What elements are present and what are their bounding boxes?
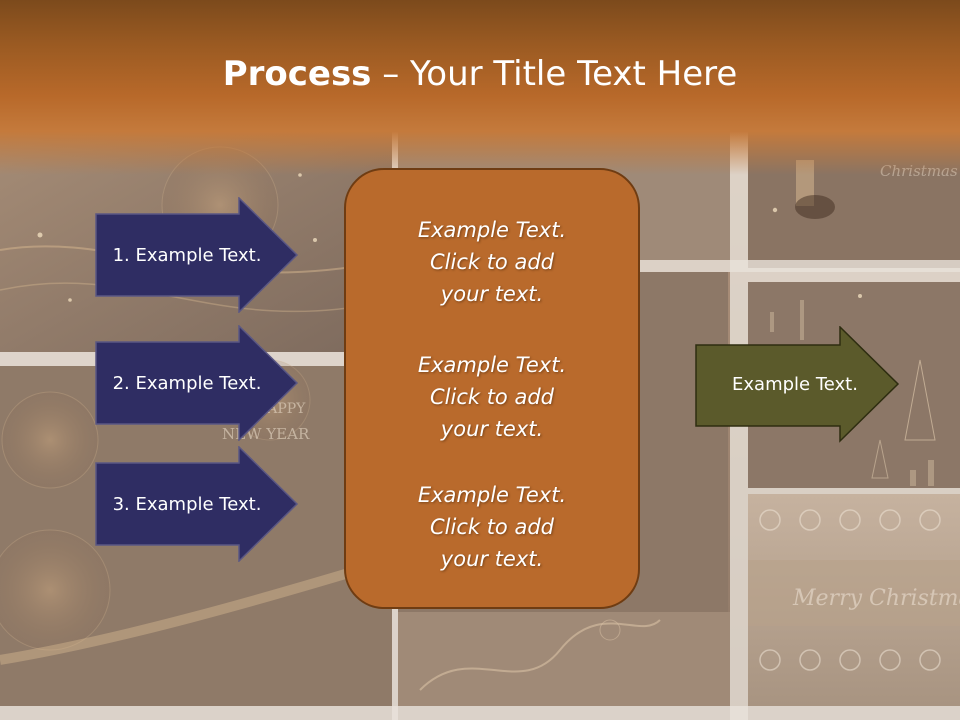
arrow-shape: [95, 446, 299, 562]
arrow-shape: [95, 325, 299, 441]
title-rest: – Your Title Text Here: [371, 54, 738, 94]
center-text-1[interactable]: Example Text. Click to add your text.: [417, 218, 567, 306]
slide-title[interactable]: Process – Your Title Text Here: [0, 52, 960, 96]
arrow-shape: [695, 326, 900, 443]
arrow-shape: [95, 197, 299, 313]
title-bold: Process: [222, 54, 372, 94]
center-text-2[interactable]: Example Text. Click to add your text.: [417, 353, 567, 441]
title-band: [0, 0, 960, 175]
center-text-3[interactable]: Example Text. Click to add your text.: [417, 483, 567, 571]
result-arrow[interactable]: Example Text.: [695, 326, 901, 443]
step-arrow-1[interactable]: 1. Example Text.: [95, 197, 300, 313]
step-label-3: 3. Example Text.: [112, 493, 262, 515]
step-label-2: 2. Example Text.: [112, 372, 262, 394]
step-arrow-3[interactable]: 3. Example Text.: [95, 446, 300, 562]
center-content-box[interactable]: Example Text. Click to add your text. Ex…: [344, 168, 640, 609]
bg-merry-christmas-text: Merry Christmas: [792, 586, 960, 611]
step-label-1: 1. Example Text.: [112, 244, 262, 266]
step-arrow-2[interactable]: 2. Example Text.: [95, 325, 300, 441]
result-label: Example Text.: [732, 374, 858, 395]
